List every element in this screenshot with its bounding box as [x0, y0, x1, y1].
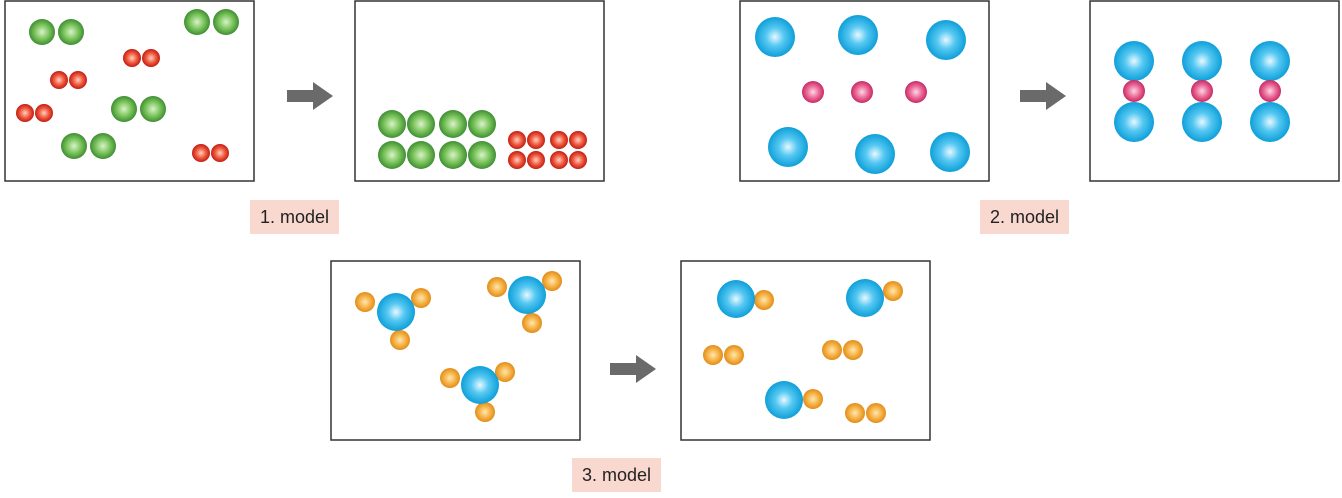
- blue-orange-molecule: [717, 280, 774, 318]
- model-3-after-box: [680, 260, 931, 441]
- model-3-arrow: [610, 355, 656, 383]
- model-2-arrow: [1020, 82, 1066, 110]
- red-molecule: [16, 104, 53, 122]
- red-molecule: [123, 49, 160, 67]
- model-3-before-box: [330, 260, 581, 441]
- blue-three-orange-molecule: [355, 288, 431, 350]
- blue-three-orange-molecule: [440, 362, 515, 422]
- blue-atom: [930, 132, 970, 172]
- blue-three-orange-molecule: [487, 271, 562, 333]
- red-molecule: [192, 144, 229, 162]
- red-molecule-stack: [508, 131, 587, 169]
- orange-molecule: [703, 345, 744, 365]
- blue-pink-blue-molecule: [1250, 41, 1290, 142]
- orange-molecule: [845, 403, 886, 423]
- blue-pink-blue-molecule: [1114, 41, 1154, 142]
- orange-molecule: [822, 340, 863, 360]
- blue-atom: [855, 134, 895, 174]
- blue-pink-blue-molecule: [1182, 41, 1222, 142]
- blue-atom: [768, 127, 808, 167]
- pink-atom: [905, 81, 927, 103]
- green-molecule-stack: [378, 110, 496, 169]
- blue-atom: [926, 20, 966, 60]
- model-1-before-box: [4, 0, 255, 182]
- red-molecule: [50, 71, 87, 89]
- green-molecule: [184, 9, 239, 35]
- model-1-after-box: [354, 0, 605, 182]
- model-2-after-box: [1089, 0, 1340, 182]
- model-3-label: 3. model: [572, 458, 662, 492]
- pink-atom: [802, 81, 824, 103]
- model-2-label: 2. model: [980, 200, 1070, 234]
- blue-orange-molecule: [765, 381, 823, 419]
- model-1-arrow: [287, 82, 333, 110]
- green-molecule: [111, 96, 166, 122]
- pink-atom: [851, 81, 873, 103]
- blue-orange-molecule: [846, 279, 903, 317]
- model-1-label: 1. model: [250, 200, 340, 234]
- blue-atom: [838, 15, 878, 55]
- model-2-before-box: [739, 0, 990, 182]
- green-molecule: [29, 19, 84, 45]
- blue-atom: [755, 17, 795, 57]
- green-molecule: [61, 133, 116, 159]
